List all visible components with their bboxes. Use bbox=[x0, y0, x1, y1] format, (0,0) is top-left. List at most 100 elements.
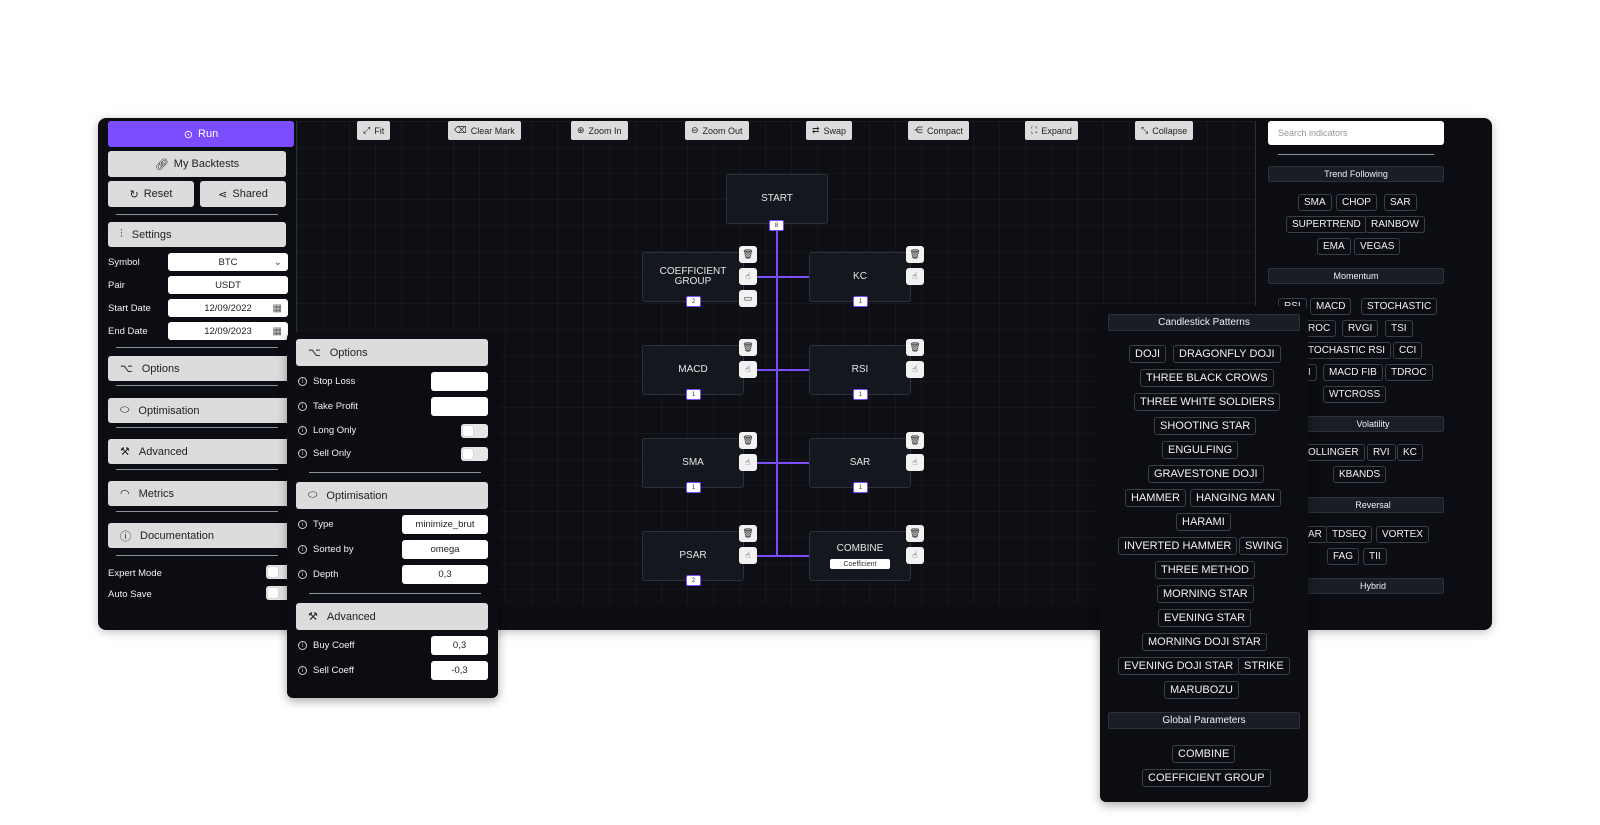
metrics-section[interactable]: ◠ Metrics bbox=[108, 481, 294, 506]
indicator-chip[interactable]: RVI bbox=[1367, 444, 1396, 461]
zoom-in-button[interactable]: ⊕Zoom In bbox=[571, 121, 628, 140]
indicator-chip[interactable]: OLLINGER bbox=[1302, 444, 1365, 461]
shared-button[interactable]: ⋖ Shared bbox=[200, 181, 286, 207]
advanced-header[interactable]: ⚒ Advanced bbox=[296, 603, 488, 630]
pattern-chip[interactable]: DOJI bbox=[1129, 345, 1167, 363]
indicator-chip[interactable]: TSI bbox=[1385, 320, 1413, 337]
delete-icon[interactable]: 🗑︎ bbox=[906, 525, 924, 542]
delete-icon[interactable]: 🗑︎ bbox=[906, 339, 924, 356]
optimisation-section[interactable]: ⬭ Optimisation bbox=[108, 398, 294, 423]
category-hybrid[interactable]: Hybrid bbox=[1302, 578, 1444, 594]
pattern-chip[interactable]: THREE WHITE SOLDIERS bbox=[1134, 393, 1281, 411]
rsi-node[interactable]: RSI bbox=[809, 345, 911, 395]
indicator-chip[interactable]: RVGI bbox=[1342, 320, 1379, 337]
run-button[interactable]: ⊙ Run bbox=[108, 121, 294, 147]
delete-icon[interactable]: 🗑︎ bbox=[739, 339, 757, 356]
delete-icon[interactable]: 🗑︎ bbox=[739, 525, 757, 542]
indicator-chip[interactable]: MACD bbox=[1310, 298, 1352, 315]
hand-pointer-icon[interactable]: ☝︎ bbox=[739, 268, 757, 285]
options-section[interactable]: ⌥ Options bbox=[108, 356, 294, 381]
advanced-section[interactable]: ⚒ Advanced bbox=[108, 439, 294, 464]
global-chip[interactable]: COEFFICIENT GROUP bbox=[1142, 769, 1271, 787]
delete-icon[interactable]: 🗑︎ bbox=[739, 246, 757, 263]
collapse-button[interactable]: ⤡Collapse bbox=[1135, 121, 1194, 140]
delete-icon[interactable]: 🗑︎ bbox=[739, 432, 757, 449]
indicator-chip[interactable]: FAG bbox=[1327, 548, 1360, 565]
indicator-chip[interactable]: VEGAS bbox=[1354, 238, 1401, 255]
indicator-chip[interactable]: VORTEX bbox=[1376, 526, 1429, 543]
hand-pointer-icon[interactable]: ☝︎ bbox=[906, 454, 924, 471]
coefficient-badge[interactable]: Coefficient bbox=[830, 559, 890, 569]
clear-mark-button[interactable]: ⌫Clear Mark bbox=[448, 121, 521, 140]
folder-icon[interactable]: ▭ bbox=[739, 290, 757, 307]
category-global-parameters[interactable]: Global Parameters bbox=[1108, 712, 1300, 729]
end-date-field[interactable]: 12/09/2023 ▦ bbox=[168, 322, 288, 340]
indicator-chip[interactable]: TII bbox=[1363, 548, 1387, 565]
expand-button[interactable]: ⛶Expand bbox=[1025, 121, 1078, 140]
node-port[interactable]: 1 bbox=[686, 482, 701, 493]
indicator-chip[interactable]: STOCHASTIC bbox=[1361, 298, 1438, 315]
hand-pointer-icon[interactable]: ☝︎ bbox=[739, 454, 757, 471]
pattern-chip[interactable]: GRAVESTONE DOJI bbox=[1148, 465, 1264, 483]
pattern-chip[interactable]: STRIKE bbox=[1238, 657, 1290, 675]
pattern-chip[interactable]: THREE METHOD bbox=[1155, 561, 1255, 579]
indicator-chip[interactable]: TDROC bbox=[1385, 364, 1433, 381]
node-port[interactable]: 1 bbox=[686, 389, 701, 400]
psar-node[interactable]: PSAR bbox=[642, 531, 744, 581]
sar-node[interactable]: SAR bbox=[809, 438, 911, 488]
category-reversal[interactable]: Reversal bbox=[1302, 497, 1444, 513]
reset-button[interactable]: ↻ Reset bbox=[108, 181, 194, 207]
category-momentum[interactable]: Momentum bbox=[1268, 268, 1444, 284]
options-header[interactable]: ⌥ Options bbox=[296, 339, 488, 366]
pattern-chip[interactable]: INVERTED HAMMER bbox=[1118, 537, 1238, 555]
indicator-chip[interactable]: SAR bbox=[1384, 194, 1417, 211]
indicator-chip[interactable]: CCI bbox=[1393, 342, 1423, 359]
pattern-chip[interactable]: MORNING DOJI STAR bbox=[1142, 633, 1267, 651]
indicator-chip[interactable]: TDSEQ bbox=[1326, 526, 1373, 543]
pattern-chip[interactable]: MORNING STAR bbox=[1157, 585, 1254, 603]
search-input[interactable]: Search indicators bbox=[1268, 121, 1444, 145]
hand-pointer-icon[interactable]: ☝︎ bbox=[739, 361, 757, 378]
swap-button[interactable]: ⇄Swap bbox=[806, 121, 853, 140]
pattern-chip[interactable]: DRAGONFLY DOJI bbox=[1173, 345, 1281, 363]
sorted-by-select[interactable]: omega bbox=[402, 540, 488, 559]
macd-node[interactable]: MACD bbox=[642, 345, 744, 395]
long-only-toggle[interactable] bbox=[461, 424, 488, 438]
delete-icon[interactable]: 🗑︎ bbox=[906, 432, 924, 449]
depth-input[interactable]: 0,3 bbox=[402, 565, 488, 584]
hand-pointer-icon[interactable]: ☝︎ bbox=[906, 547, 924, 564]
indicator-chip[interactable]: SUPERTREND bbox=[1286, 216, 1367, 233]
pair-field[interactable]: USDT bbox=[168, 276, 288, 294]
coefficient-group-node[interactable]: COEFFICIENT GROUP bbox=[642, 252, 744, 302]
indicator-chip[interactable]: RAINBOW bbox=[1365, 216, 1425, 233]
category-volatility[interactable]: Volatility bbox=[1302, 416, 1444, 432]
pattern-chip[interactable]: MARUBOZU bbox=[1164, 681, 1239, 699]
combine-node[interactable]: COMBINE bbox=[809, 531, 911, 581]
indicator-chip[interactable]: EMA bbox=[1317, 238, 1351, 255]
indicator-chip[interactable]: KC bbox=[1397, 444, 1423, 461]
delete-icon[interactable]: 🗑︎ bbox=[906, 246, 924, 263]
my-backtests-button[interactable]: 🔗︎ My Backtests bbox=[108, 151, 286, 177]
category-trend-following[interactable]: Trend Following bbox=[1268, 166, 1444, 182]
sma-node[interactable]: SMA bbox=[642, 438, 744, 488]
node-port[interactable]: 8 bbox=[769, 220, 784, 231]
pattern-chip[interactable]: ENGULFING bbox=[1162, 441, 1239, 459]
kc-node[interactable]: KC bbox=[809, 252, 911, 302]
indicator-chip[interactable]: SMA bbox=[1298, 194, 1332, 211]
type-select[interactable]: minimize_brut bbox=[402, 515, 488, 534]
global-chip[interactable]: COMBINE bbox=[1172, 745, 1236, 763]
start-date-field[interactable]: 12/09/2022 ▦ bbox=[168, 299, 288, 317]
indicator-chip[interactable]: ROC bbox=[1302, 320, 1337, 337]
indicator-chip[interactable]: KBANDS bbox=[1333, 466, 1387, 483]
category-candlestick-patterns[interactable]: Candlestick Patterns bbox=[1108, 314, 1300, 331]
strategy-canvas[interactable]: ⤢Fit ⌫Clear Mark ⊕Zoom In ⊖Zoom Out ⇄Swa… bbox=[296, 121, 1256, 606]
indicator-chip[interactable]: MACD FIB bbox=[1323, 364, 1383, 381]
pattern-chip[interactable]: SWING bbox=[1239, 537, 1289, 555]
optimisation-header[interactable]: ⬭ Optimisation bbox=[296, 482, 488, 509]
stop-loss-input[interactable] bbox=[431, 372, 488, 391]
zoom-out-button[interactable]: ⊖Zoom Out bbox=[685, 121, 749, 140]
symbol-select[interactable]: BTC ⌄ bbox=[168, 253, 288, 271]
node-port[interactable]: 2 bbox=[686, 296, 701, 307]
pattern-chip[interactable]: THREE BLACK CROWS bbox=[1140, 369, 1274, 387]
node-port[interactable]: 1 bbox=[853, 296, 868, 307]
